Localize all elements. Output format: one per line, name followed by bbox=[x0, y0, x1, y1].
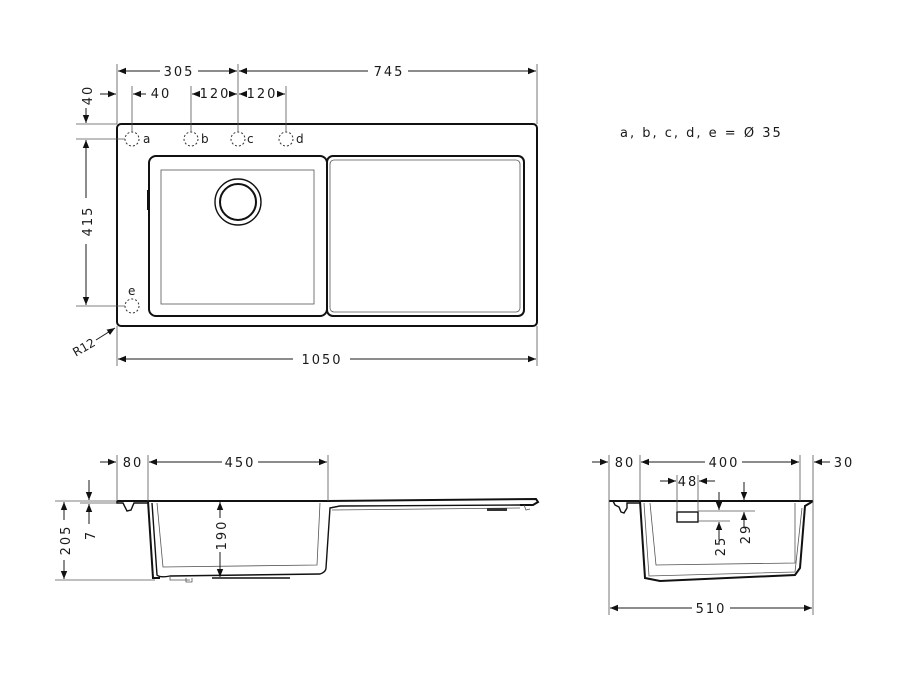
hole-label-c: c bbox=[247, 132, 254, 146]
dim-r12: R12 bbox=[70, 336, 97, 360]
bowl-inner bbox=[160, 169, 315, 305]
overflow-slot-icon bbox=[676, 511, 699, 523]
dim-305: 305 bbox=[164, 65, 195, 80]
dim-1050: 1050 bbox=[301, 353, 342, 368]
side-view: 80 450 205 7 190 bbox=[55, 455, 540, 583]
end-view: 80 400 30 48 25 29 510 bbox=[592, 455, 855, 617]
drain-icon bbox=[214, 178, 262, 226]
dim-745: 745 bbox=[374, 65, 405, 80]
top-view: a b c d e 305 745 40 120 12 bbox=[70, 64, 538, 368]
dim-end-80: 80 bbox=[615, 456, 636, 471]
dim-end-400: 400 bbox=[709, 456, 740, 471]
hole-label-d: d bbox=[296, 132, 304, 146]
tap-hole-a-icon bbox=[124, 131, 140, 147]
dim-side-80: 80 bbox=[123, 456, 144, 471]
drain-inner-icon bbox=[219, 183, 257, 221]
tap-hole-e-icon bbox=[124, 298, 140, 314]
dim-end-30: 30 bbox=[834, 456, 855, 471]
hole-diameter-note: a, b, c, d, e = Ø 35 bbox=[620, 126, 783, 141]
sink-outline bbox=[116, 123, 538, 327]
dim-side-205: 205 bbox=[59, 525, 74, 556]
dim-40-top: 40 bbox=[81, 85, 96, 106]
hole-label-b: b bbox=[201, 132, 209, 146]
dim-415: 415 bbox=[81, 206, 96, 237]
hole-label-e: e bbox=[128, 284, 135, 298]
dim-end-510: 510 bbox=[696, 602, 727, 617]
dim-side-190: 190 bbox=[215, 520, 230, 551]
hole-label-a: a bbox=[143, 132, 150, 146]
dim-end-29: 29 bbox=[739, 524, 754, 545]
dim-side-450: 450 bbox=[225, 456, 256, 471]
tap-hole-c-icon bbox=[230, 131, 246, 147]
dim-side-7: 7 bbox=[84, 530, 99, 540]
dim-120-bc: 120 bbox=[200, 87, 231, 102]
tap-hole-d-icon bbox=[278, 131, 294, 147]
dim-120-cd: 120 bbox=[247, 87, 278, 102]
drainboard-inner bbox=[329, 159, 521, 313]
tap-hole-b-icon bbox=[183, 131, 199, 147]
dim-end-25: 25 bbox=[714, 536, 729, 557]
dim-40-a: 40 bbox=[151, 87, 172, 102]
drainboard-outline bbox=[326, 155, 525, 317]
dim-end-48: 48 bbox=[678, 475, 699, 490]
bowl-outline bbox=[148, 155, 328, 317]
